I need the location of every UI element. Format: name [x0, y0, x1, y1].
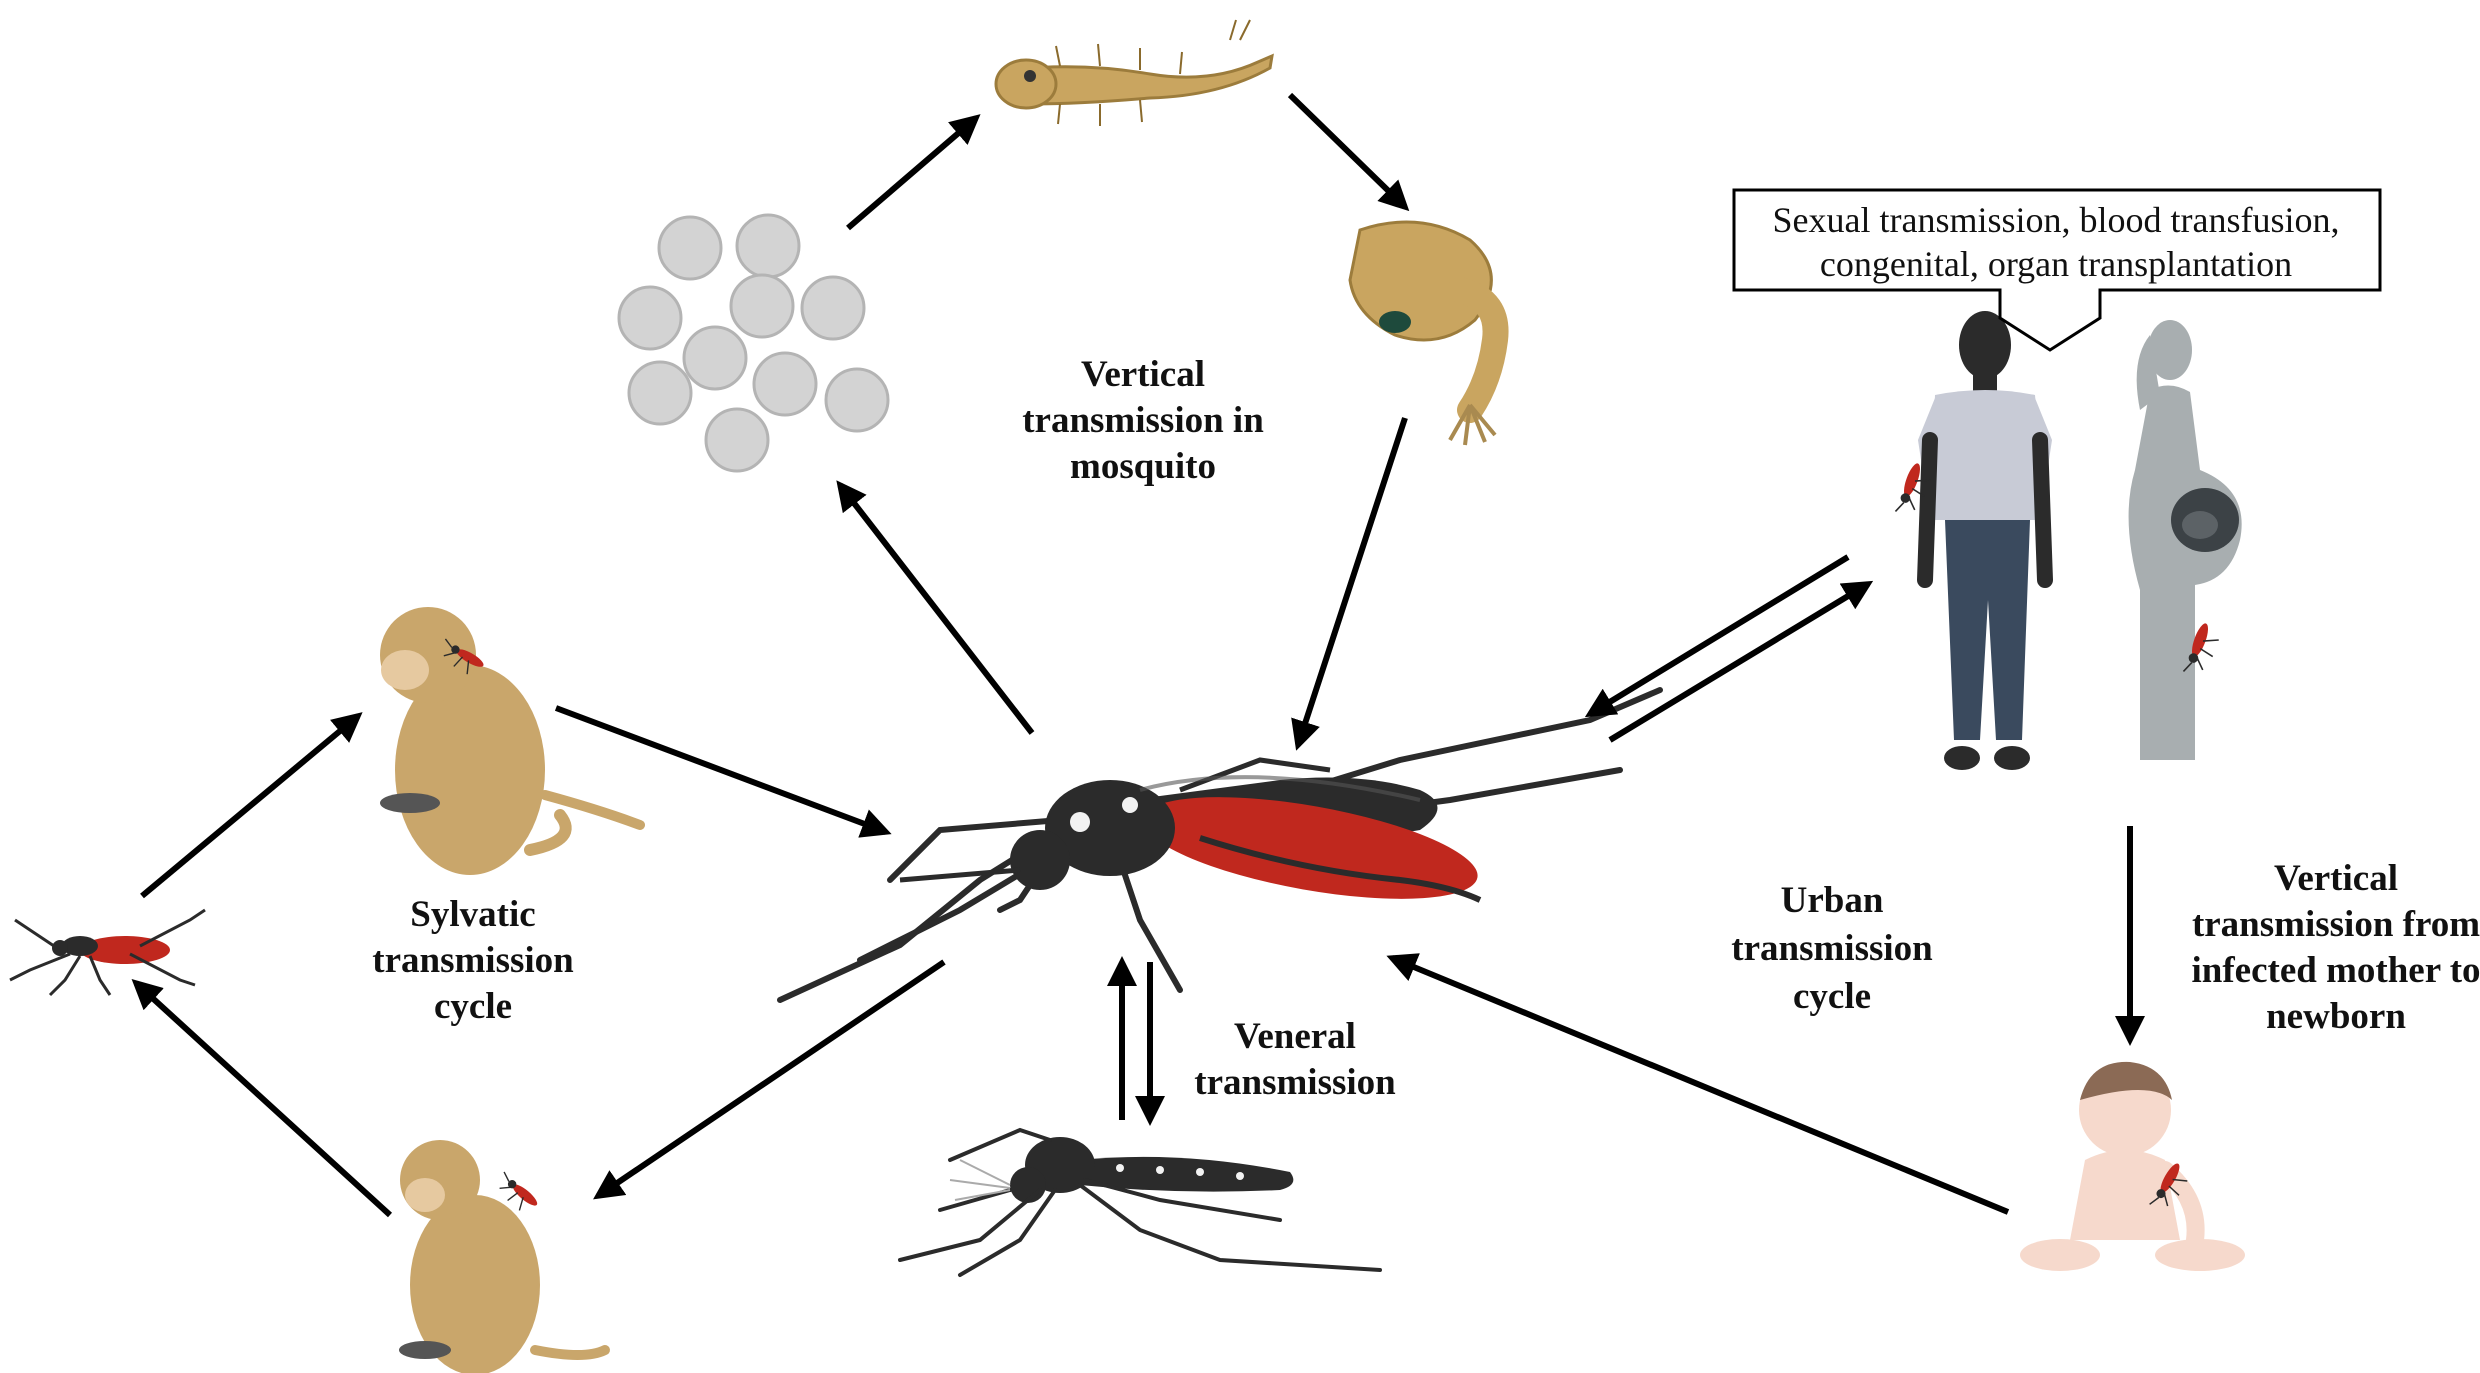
- label-vertical-mother-line3: infected mother to: [2191, 950, 2480, 991]
- arrow-monkey-to-mosquito: [554, 705, 892, 838]
- human-man-icon: [1893, 311, 2053, 770]
- engorged-mosquito-icon: [9, 908, 206, 997]
- arrow-small-mosquito-to-monkey: [140, 712, 363, 899]
- label-vertical-mosquito-line2: transmission in: [1022, 400, 1264, 441]
- label-vertical-mother-line2: transmission from: [2192, 904, 2480, 945]
- engorged-mosquito-icon: [777, 687, 1663, 1003]
- label-sylvatic-line1: Sylvatic: [410, 894, 535, 935]
- label-venereal-line1: Veneral: [1234, 1016, 1356, 1057]
- label-vertical-mother-line1: Vertical: [2274, 858, 2398, 899]
- arrow-newborn-to-mosquito: [1386, 953, 2010, 1215]
- label-vertical-mosquito: Vertical transmission in mosquito: [1022, 354, 1264, 487]
- callout-line-1: Sexual transmission, blood transfusion,: [1773, 200, 2340, 240]
- arrows: [131, 92, 2145, 1218]
- male-mosquito-icon: [898, 1127, 1382, 1277]
- label-sylvatic-line2: transmission: [372, 940, 574, 981]
- newborn-baby-icon: [2020, 1061, 2245, 1271]
- label-urban-line1: Urban: [1781, 880, 1884, 921]
- label-vertical-mother-line4: newborn: [2266, 996, 2406, 1037]
- arrow-mosquito-to-monkey: [593, 959, 946, 1200]
- label-urban-line3: cycle: [1793, 976, 1871, 1017]
- label-urban-line2: transmission: [1731, 928, 1933, 969]
- label-sylvatic: Sylvatic transmission cycle: [372, 894, 574, 1027]
- callout-box: Sexual transmission, blood transfusion, …: [1732, 188, 2382, 352]
- label-vertical-mosquito-line3: mosquito: [1070, 446, 1216, 487]
- label-urban: Urban transmission cycle: [1731, 880, 1933, 1017]
- label-sylvatic-line3: cycle: [434, 986, 512, 1027]
- label-venereal-line2: transmission: [1194, 1062, 1396, 1103]
- arrow-larva-to-pupa: [1287, 92, 1410, 212]
- label-vertical-mosquito-line1: Vertical: [1081, 354, 1205, 395]
- arrow-monkey-to-small-mosquito: [131, 978, 393, 1218]
- monkey-icon: [399, 1140, 610, 1373]
- arrow-mosquito-to-human: [1608, 580, 1874, 743]
- arrow-human-to-mosquito: [1584, 554, 1850, 718]
- pregnant-woman-icon: [2128, 320, 2242, 760]
- arrow-eggs-to-larva: [846, 114, 981, 231]
- egg-cluster-icon: [617, 213, 890, 473]
- larva-icon: [994, 19, 1274, 126]
- callout-line-2: congenital, organ transplantation: [1820, 244, 2292, 284]
- arrow-mosquito-to-eggs: [836, 480, 1035, 735]
- label-vertical-mother: Vertical transmission from infected moth…: [2191, 858, 2480, 1037]
- monkey-icon: [380, 607, 645, 875]
- arrow-pupa-to-mosquito: [1291, 417, 1408, 751]
- label-venereal: Veneral transmission: [1194, 1016, 1396, 1103]
- pupa-icon: [1348, 220, 1509, 446]
